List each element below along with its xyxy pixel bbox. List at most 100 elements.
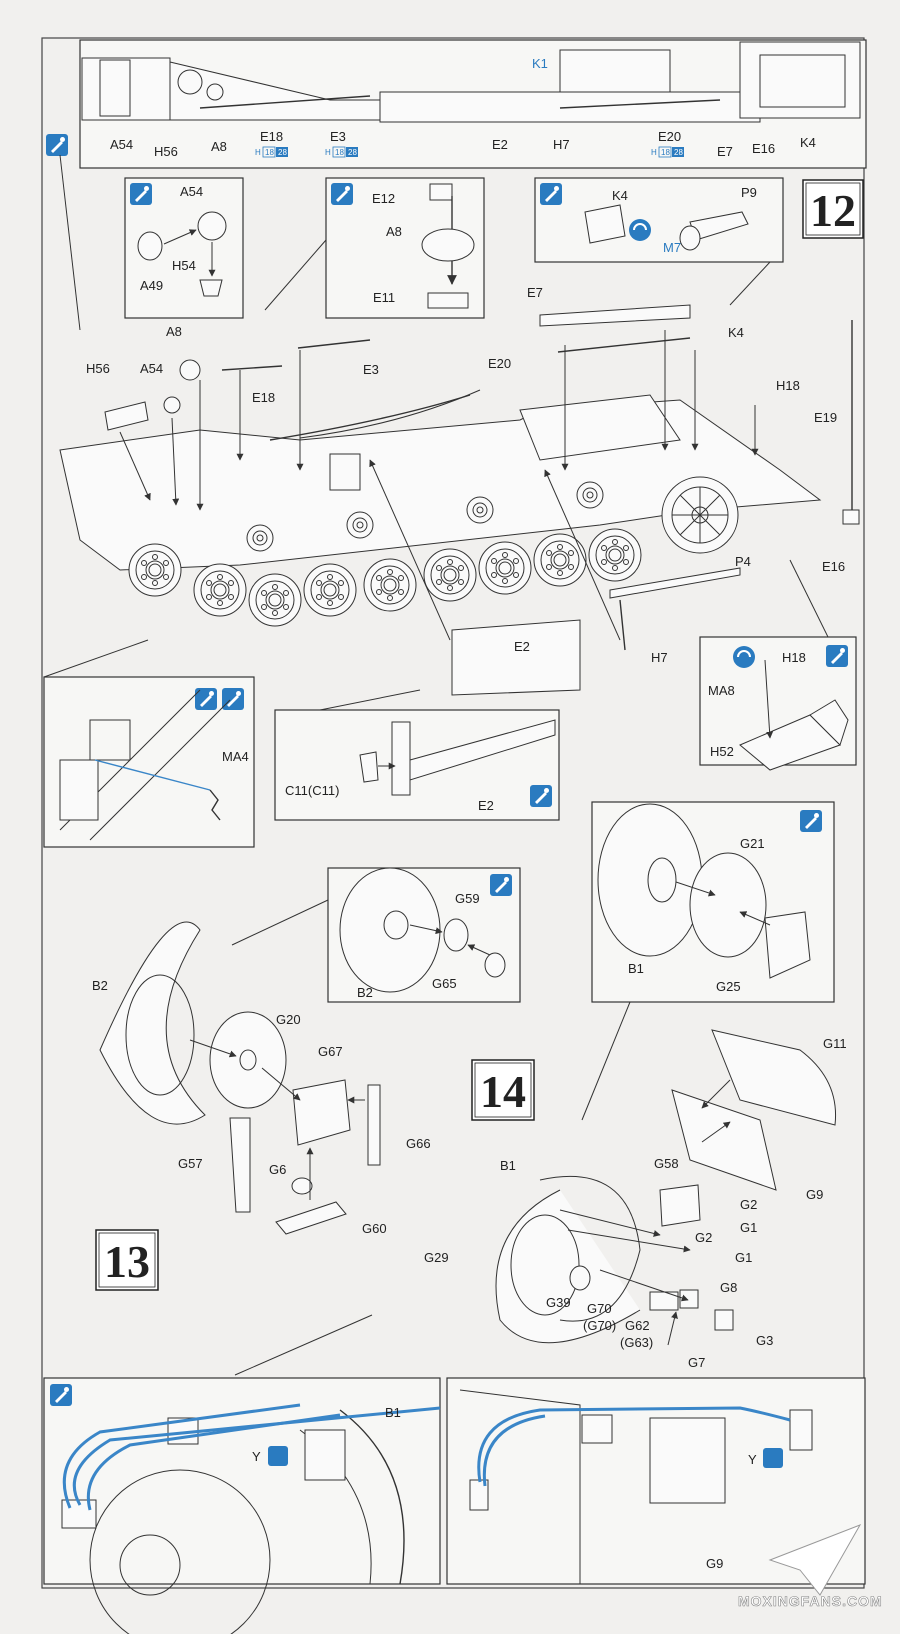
label-g67: G67 — [318, 1044, 343, 1059]
inset-e2: C11(C11) E2 — [274, 709, 560, 821]
label-e20: E20 — [658, 129, 681, 144]
label-e11: E11 — [373, 290, 395, 305]
label-b1: B1 — [500, 1158, 516, 1173]
svg-text:H: H — [325, 148, 331, 157]
length-code-e3: H 18 28 — [325, 146, 358, 158]
label-g2: G2 — [740, 1197, 757, 1212]
label-g1: G1 — [740, 1220, 757, 1235]
label-b2: B2 — [92, 978, 108, 993]
label-a54: A54 — [110, 137, 133, 152]
svg-text:18: 18 — [265, 148, 274, 157]
label-e7: E7 — [717, 144, 733, 159]
step-13-drawing — [99, 921, 381, 1235]
label-k4: K4 — [728, 325, 744, 340]
label-b1: B1 — [628, 961, 644, 976]
inset-h18: MA8 H18 H52 — [699, 636, 857, 771]
step-13-badge: 13 — [95, 1229, 159, 1291]
top-strip-panel — [46, 39, 867, 169]
label-y: Y — [748, 1452, 757, 1467]
label-h56: H56 — [86, 361, 110, 376]
label-g59: G59 — [455, 891, 480, 906]
brush-icon — [800, 810, 822, 832]
label-e2: E2 — [514, 639, 530, 654]
page-frame — [41, 37, 865, 1589]
callout-line — [319, 689, 421, 711]
label-h18: H18 — [776, 378, 800, 393]
label-g9: G9 — [806, 1187, 823, 1202]
label-h52: H52 — [710, 744, 734, 759]
paint-icon — [268, 1446, 288, 1466]
label-c11: C11(C11) — [285, 783, 339, 798]
label-g62: G62 — [625, 1318, 650, 1333]
brush-icon — [490, 874, 512, 896]
label-g6: G6 — [269, 1162, 286, 1177]
label-a8: A8 — [166, 324, 182, 339]
label-h54: H54 — [172, 258, 196, 273]
label-e18: E18 — [260, 129, 283, 144]
svg-text:28: 28 — [278, 148, 287, 157]
step-12-badge: 12 — [802, 179, 864, 239]
step-14-labels: G11 B1 G58 G2 G1 G9 G2 G1 G29 G8 G39 G70… — [424, 1036, 847, 1370]
watermark-text: MOXINGFANS.COM — [738, 1593, 883, 1609]
label-g2-b: G2 — [695, 1230, 712, 1245]
label-h7: H7 — [651, 650, 668, 665]
step-14-badge: 14 — [471, 1059, 535, 1121]
label-e12: E12 — [372, 191, 395, 206]
main-hull-drawing — [59, 304, 860, 696]
callout-line — [729, 261, 771, 306]
brush-icon — [331, 183, 353, 205]
step-13-labels: B2 G20 G67 G66 G57 G6 G60 — [92, 978, 431, 1236]
label-g8: G8 — [720, 1280, 737, 1295]
watermark: MOXINGFANS.COM — [738, 1524, 883, 1609]
label-a8: A8 — [386, 224, 402, 239]
label-b2: B2 — [357, 985, 373, 1000]
label-g9: G9 — [706, 1556, 723, 1571]
svg-text:H: H — [255, 148, 261, 157]
label-e19: E19 — [814, 410, 837, 425]
inset-g21: G21 B1 G25 — [591, 801, 835, 1003]
label-a54: A54 — [180, 184, 203, 199]
label-g21: G21 — [740, 836, 765, 851]
inset-k4: K4 P9 M7 — [534, 177, 784, 263]
label-g60: G60 — [362, 1221, 387, 1236]
paint-icon — [763, 1448, 783, 1468]
svg-text:18: 18 — [335, 148, 344, 157]
label-e16: E16 — [752, 141, 775, 156]
callout-line — [581, 1001, 631, 1121]
brush-icon — [826, 645, 848, 667]
brush-icon — [50, 1384, 72, 1406]
label-g39: G39 — [546, 1295, 571, 1310]
label-g25: G25 — [716, 979, 741, 994]
step-13-number: 13 — [104, 1236, 150, 1287]
label-y: Y — [252, 1449, 261, 1464]
label-e3: E3 — [330, 129, 346, 144]
label-ma8: MA8 — [708, 683, 735, 698]
brush-icon — [540, 183, 562, 205]
inset-g59: G59 B2 G65 — [327, 867, 521, 1003]
label-g11: G11 — [823, 1036, 847, 1051]
svg-text:18: 18 — [661, 148, 670, 157]
brush-icon — [130, 183, 152, 205]
brush-icon — [46, 134, 68, 156]
label-e18: E18 — [252, 390, 275, 405]
main-hull-labels: A8 A54 H56 E18 E3 E7 E20 K4 H18 E19 E16 … — [86, 285, 845, 665]
callout-line — [43, 639, 149, 678]
label-h56: H56 — [154, 144, 178, 159]
rotate-icon — [733, 646, 755, 668]
label-m7: M7 — [663, 240, 681, 255]
label-g65: G65 — [432, 976, 457, 991]
paper-plane-icon — [768, 1524, 862, 1596]
callout-line — [231, 899, 329, 946]
length-code-e20: H 18 28 — [651, 146, 684, 158]
callout-line — [59, 154, 81, 331]
label-e2: E2 — [478, 798, 494, 813]
label-g29: G29 — [424, 1250, 449, 1265]
svg-text:28: 28 — [674, 148, 683, 157]
callout-line — [234, 1314, 373, 1376]
top-strip-labels: A54 H56 A8 E18 E3 E2 H7 E20 E7 E16 K4 K1… — [110, 56, 816, 159]
label-g20: G20 — [276, 1012, 301, 1027]
label-g70-alt: (G70) — [583, 1318, 616, 1333]
label-g66: G66 — [406, 1136, 431, 1151]
label-e2: E2 — [492, 137, 508, 152]
rotate-icon — [629, 219, 651, 241]
